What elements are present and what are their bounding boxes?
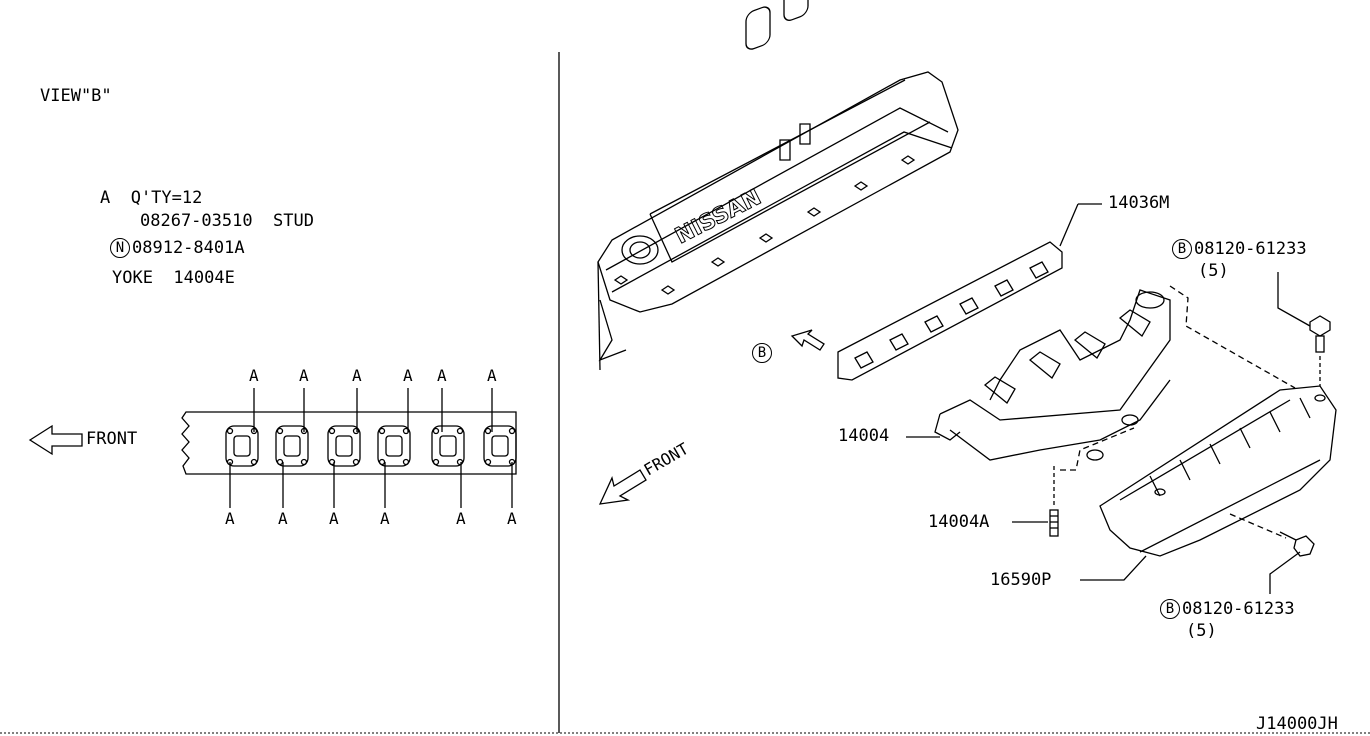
exhaust-port-opening <box>385 435 403 457</box>
view-b-front-arrow <box>28 424 83 456</box>
stud-hole <box>432 427 440 435</box>
mount-dashes-top <box>1169 285 1296 389</box>
stud-hole <box>378 427 386 435</box>
exhaust-port-opening <box>439 435 457 457</box>
legend-yoke: YOKE 14004E <box>112 268 235 288</box>
stud-hole <box>378 458 386 466</box>
b-symbol-icon: B <box>752 343 772 363</box>
bolt-bottom-leader <box>1269 551 1301 594</box>
exhaust-port <box>431 425 465 467</box>
main-front-label: FRONT <box>641 439 693 480</box>
manifold-gasket <box>837 241 1063 381</box>
b-symbol-icon: B <box>1160 599 1180 619</box>
n-symbol-icon: N <box>110 238 130 258</box>
stud-hole <box>300 458 308 466</box>
bolt-top-leader <box>1277 272 1311 327</box>
stud-marker: A <box>437 366 447 385</box>
bolt-top <box>1309 315 1331 386</box>
b-symbol-icon: B <box>1172 239 1192 259</box>
stud-marker: A <box>352 366 362 385</box>
exhaust-port-opening <box>233 435 251 457</box>
stud-hole <box>226 427 234 435</box>
legend-qty: A Q'TY=12 <box>100 188 203 208</box>
legend-nut-part: 08912-8401A <box>132 238 245 258</box>
stud-marker: A <box>380 509 390 528</box>
exhaust-port <box>377 425 411 467</box>
stud-hole <box>508 427 516 435</box>
part-gasket: 14036M <box>1108 193 1170 213</box>
exhaust-port <box>483 425 517 467</box>
main-front-arrow <box>598 469 647 505</box>
view-ref-label: B <box>752 343 774 363</box>
exhaust-port <box>327 425 361 467</box>
stud-marker: A <box>456 509 466 528</box>
view-b-cylinder-head <box>181 411 517 475</box>
stud-marker: A <box>299 366 309 385</box>
legend-stud: 08267-03510 STUD <box>140 211 314 231</box>
view-title: VIEW"B" <box>40 86 112 106</box>
stud-hole <box>352 458 360 466</box>
part-heat-shield: 16590P <box>990 570 1052 590</box>
stud-hole <box>456 427 464 435</box>
stud-hole <box>432 458 440 466</box>
stud-hole <box>250 458 258 466</box>
stud-marker: A <box>507 509 517 528</box>
stud-marker: A <box>249 366 259 385</box>
stud-hole <box>352 427 360 435</box>
exhaust-port-opening <box>491 435 509 457</box>
stud-hole <box>402 458 410 466</box>
heat-shield <box>1099 385 1337 557</box>
head-exhaust-ports <box>745 0 809 50</box>
exhaust-manifold <box>934 289 1171 461</box>
bolt-bottom-part: 08120-61233 <box>1182 599 1295 619</box>
heat-shield-leader <box>1080 555 1147 581</box>
bolt-bottom <box>1279 531 1315 557</box>
stud-hole <box>456 458 464 466</box>
stud-marker: A <box>487 366 497 385</box>
exhaust-port-opening <box>283 435 301 457</box>
exhaust-port-opening <box>335 435 353 457</box>
bolt-top-qty: (5) <box>1198 261 1229 281</box>
bolt-top-part: 08120-61233 <box>1194 239 1307 259</box>
exhaust-port <box>275 425 309 467</box>
view-b-stud-leaders <box>229 388 513 508</box>
gasket-leader <box>1059 203 1079 247</box>
stud-hole <box>276 427 284 435</box>
stud-hole <box>484 427 492 435</box>
stud-marker: A <box>403 366 413 385</box>
stud-hole <box>328 427 336 435</box>
view-b-arrow <box>790 329 825 351</box>
diagram-code: J14000JH <box>1256 714 1338 734</box>
bolt-bottom-qty: (5) <box>1186 621 1217 641</box>
view-b-ports <box>225 425 517 467</box>
stud-marker: A <box>278 509 288 528</box>
stud-hole <box>484 458 492 466</box>
stud-marker: A <box>225 509 235 528</box>
stud <box>1049 466 1059 537</box>
stud-marker: A <box>329 509 339 528</box>
exhaust-port <box>225 425 259 467</box>
part-stud: 14004A <box>928 512 990 532</box>
part-manifold: 14004 <box>838 426 890 446</box>
rocker-cover <box>597 71 959 371</box>
view-b-front-label: FRONT <box>86 429 138 449</box>
stud-hole <box>276 458 284 466</box>
cover-brand-text: NISSAN <box>671 185 765 249</box>
